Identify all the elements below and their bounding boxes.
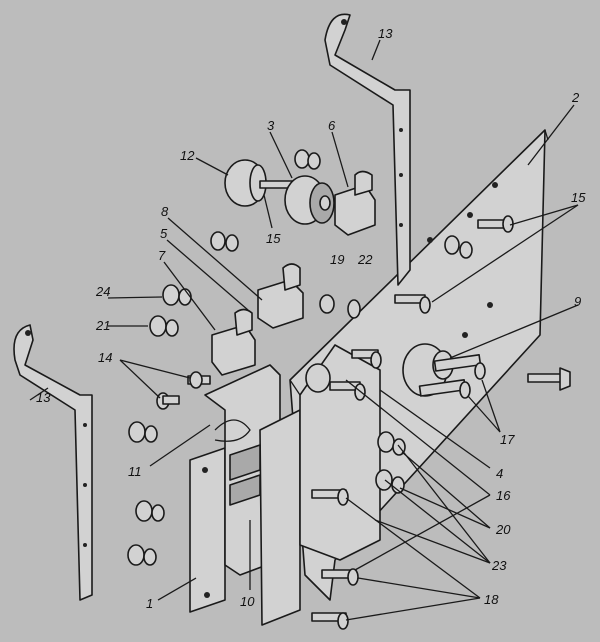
callout-13-left: 13 <box>36 390 51 405</box>
callout-14: 14 <box>98 350 112 365</box>
callout-1: 1 <box>146 596 153 611</box>
callout-22: 22 <box>357 252 373 267</box>
front-plate-1 <box>189 447 226 613</box>
callout-5: 5 <box>160 226 168 241</box>
clip-6 <box>334 170 376 236</box>
callout-16: 16 <box>496 488 511 503</box>
callout-10: 10 <box>240 594 255 609</box>
callout-21: 21 <box>95 318 110 333</box>
callout-6: 6 <box>328 118 336 133</box>
callout-labels: 13 2 3 6 12 15 15 8 5 7 19 22 24 21 9 14… <box>36 26 586 611</box>
callout-24: 24 <box>95 284 110 299</box>
callout-15-a: 15 <box>266 231 281 246</box>
callout-8: 8 <box>161 204 169 219</box>
callout-18: 18 <box>484 592 499 607</box>
clip-7 <box>211 308 256 376</box>
cover-plate-4 <box>299 344 381 561</box>
screws <box>156 215 514 630</box>
callout-23: 23 <box>491 558 507 573</box>
callout-9: 9 <box>574 294 581 309</box>
callout-12: 12 <box>180 148 195 163</box>
callout-19: 19 <box>330 252 344 267</box>
callout-2: 2 <box>571 90 580 105</box>
callout-13-top: 13 <box>378 26 393 41</box>
callout-17: 17 <box>500 432 515 447</box>
callout-11: 11 <box>128 464 142 479</box>
bracket-13-left <box>13 324 93 601</box>
callout-15-b: 15 <box>571 190 586 205</box>
bolt-right <box>527 367 571 391</box>
bolts-17 <box>418 354 486 399</box>
nuts <box>127 149 473 566</box>
clip-8 <box>257 263 304 329</box>
roller-assembly-3-12 <box>224 159 335 225</box>
callout-20: 20 <box>495 522 511 537</box>
callout-4: 4 <box>496 466 503 481</box>
callout-7: 7 <box>158 248 166 263</box>
callout-3: 3 <box>267 118 275 133</box>
frame-assembly-10-11 <box>204 364 301 626</box>
leader-lines <box>29 39 579 621</box>
bracket-13-top <box>324 13 411 286</box>
